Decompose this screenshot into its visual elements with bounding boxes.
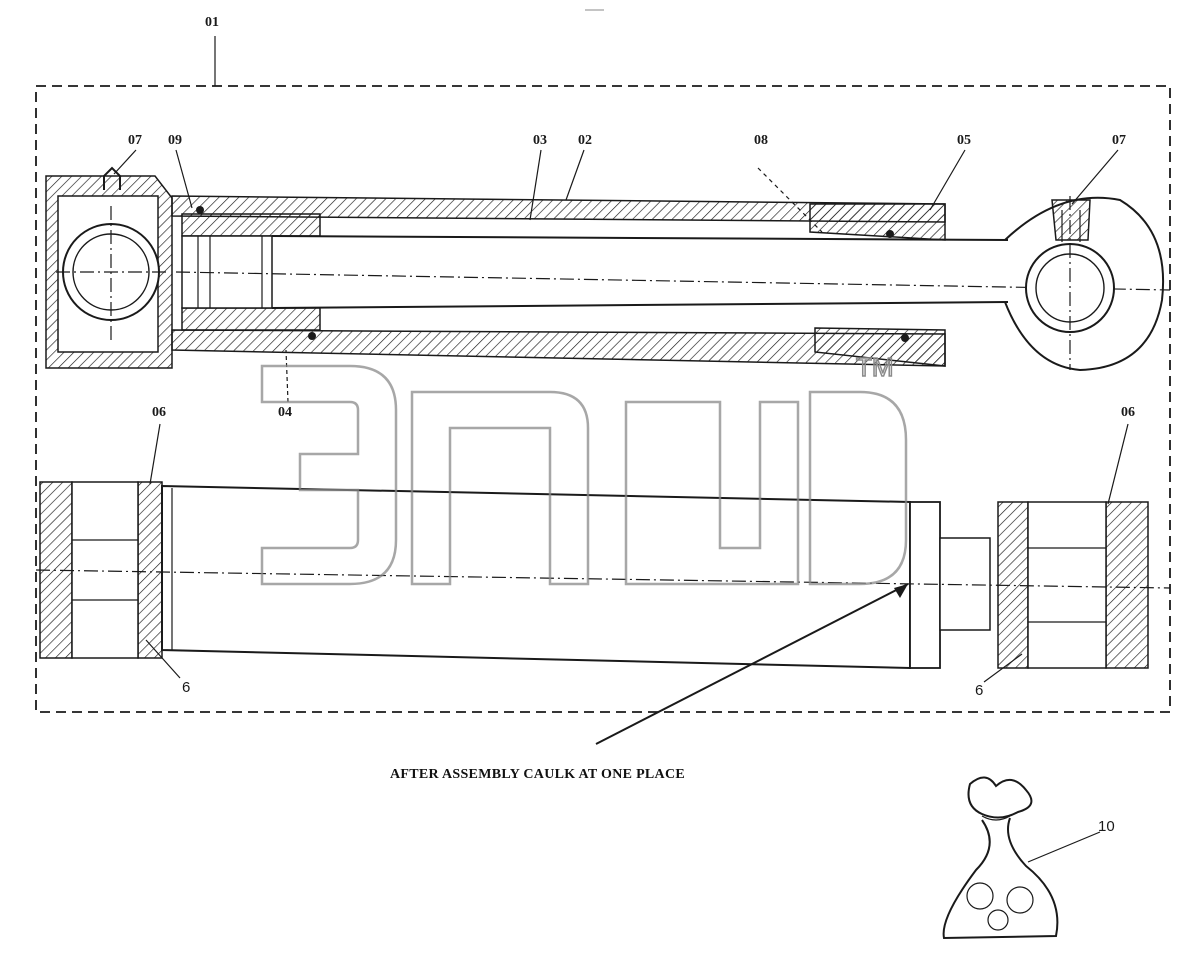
label-09: 09 (168, 133, 182, 148)
label-10: 10 (1098, 818, 1115, 835)
caulk-arrow (595, 583, 909, 745)
label-01: 01 (205, 15, 219, 30)
label-06-left: 06 (152, 405, 166, 420)
assembly-boundary (35, 85, 1171, 713)
lower-callouts: 06 06 6 6 (145, 405, 1135, 699)
label-05: 05 (957, 133, 971, 148)
pin-bushing-view (35, 481, 1171, 670)
label-08: 08 (754, 133, 768, 148)
cylinder-section (45, 166, 1171, 372)
watermark-logo: TM (260, 351, 908, 586)
label-07-left: 07 (128, 133, 142, 148)
label-06-right: 06 (1121, 405, 1135, 420)
upper-callouts: 07 09 03 02 08 05 07 04 (113, 133, 1126, 420)
caulk-note: AFTER ASSEMBLY CAULK AT ONE PLACE (390, 767, 685, 782)
caulk-arrowhead (894, 584, 908, 598)
label-6-left: 6 (182, 679, 190, 696)
label-02: 02 (578, 133, 592, 148)
label-6-right: 6 (975, 682, 983, 699)
watermark-tm: TM (856, 352, 894, 382)
label-03: 03 (533, 133, 547, 148)
label-04: 04 (278, 405, 292, 420)
label-07-right: 07 (1112, 133, 1126, 148)
parts-bag (942, 776, 1101, 940)
